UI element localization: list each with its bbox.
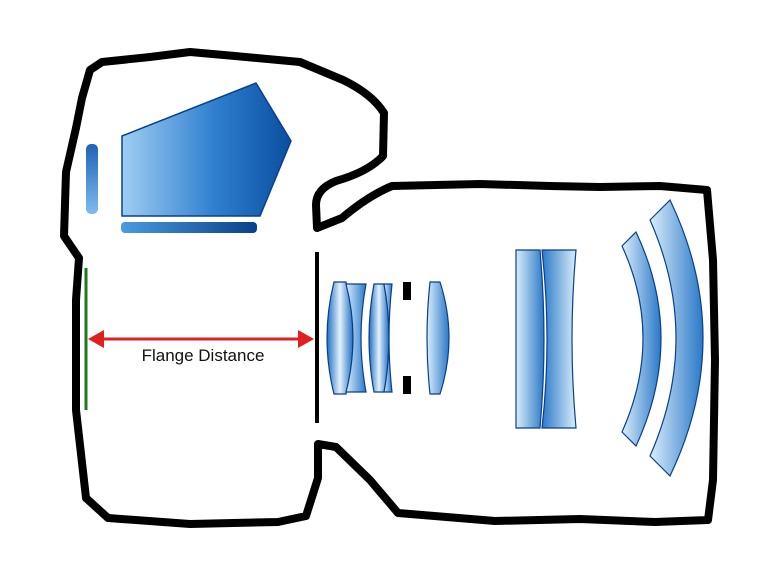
focusing-screen-shape: [121, 222, 257, 233]
front-lens-2: [541, 249, 577, 429]
meniscus-lens-2: [649, 198, 704, 478]
camera-outline: [60, 48, 719, 528]
aperture-blade-top: [403, 282, 411, 300]
front-lens-1: [515, 249, 545, 429]
flange-distance-label: Flange Distance: [142, 346, 265, 365]
middle-lens: [426, 281, 450, 395]
rear-lens-2: [345, 283, 367, 393]
meniscus-lens-1: [621, 230, 662, 448]
rear-lens-4: [383, 283, 393, 393]
flange-distance-arrow: [88, 330, 314, 348]
aperture-blade-bottom: [403, 376, 411, 394]
eyepiece-shape: [86, 144, 98, 214]
pentaprism-shape: [121, 82, 292, 217]
